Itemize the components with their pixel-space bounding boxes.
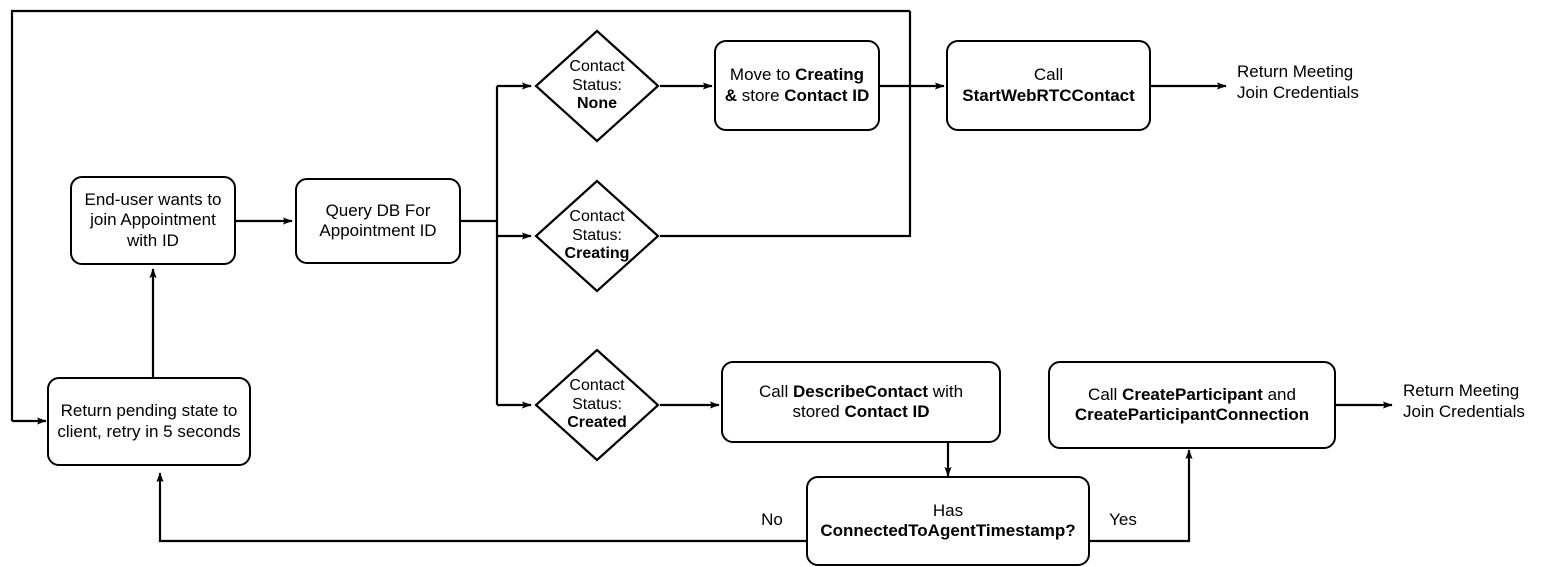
status-none-line2: Status: bbox=[572, 76, 622, 94]
createparticipantconnection-api-name: CreateParticipantConnection bbox=[1074, 405, 1310, 424]
move-creating-line1-plain: Move to bbox=[729, 65, 796, 85]
status-none-line1: Contact bbox=[569, 57, 625, 75]
wire-yes-to-createparticipant bbox=[1089, 449, 1193, 543]
node-has-connectedtoagenttimestamp[interactable]: Has ConnectedToAgentTimestamp? bbox=[806, 476, 1090, 566]
status-created-line1: Contact bbox=[569, 376, 625, 394]
createparticipant-line1-plain-b: and bbox=[1262, 384, 1296, 404]
node-return-pending-state[interactable]: Return pending state to client, retry in… bbox=[47, 377, 251, 466]
node-move-to-creating[interactable]: Move to Creating & store Contact ID bbox=[714, 40, 880, 131]
status-created-line2: Status: bbox=[572, 395, 622, 413]
return-pending-line2: client, retry in 5 seconds bbox=[57, 421, 241, 441]
query-db-line1: Query DB For bbox=[325, 200, 431, 220]
label-return-meeting-credentials-bottom: Return Meeting Join Credentials bbox=[1403, 381, 1525, 421]
edge-label-yes: Yes bbox=[1109, 510, 1137, 529]
describecontact-line2-bold: Contact ID bbox=[844, 402, 930, 421]
node-query-db[interactable]: Query DB For Appointment ID bbox=[295, 178, 461, 264]
end-user-line1: End-user wants to bbox=[84, 190, 222, 210]
end-user-line3: with ID bbox=[127, 230, 179, 250]
node-call-startwebrtccontact[interactable]: Call StartWebRTCContact bbox=[946, 40, 1151, 131]
startwebrtc-line1: Call bbox=[1033, 65, 1064, 85]
describecontact-line1-plain-a: Call bbox=[758, 381, 793, 401]
wire-outer-loop bbox=[10, 9, 910, 421]
move-creating-line2-amp: & bbox=[724, 85, 738, 105]
decision-contact-status-none[interactable]: Contact Status: None bbox=[534, 29, 660, 143]
node-end-user-wants-to-join[interactable]: End-user wants to join Appointment with … bbox=[70, 176, 236, 265]
describecontact-line1-plain-b: with bbox=[928, 381, 964, 401]
node-call-createparticipant[interactable]: Call CreateParticipant and CreatePartici… bbox=[1048, 361, 1336, 449]
return-pending-line1: Return pending state to bbox=[60, 401, 238, 421]
move-creating-line1-bold: Creating bbox=[795, 65, 865, 85]
wire-no-to-return-pending bbox=[156, 472, 807, 543]
hastimestamp-line1: Has bbox=[932, 500, 964, 520]
decision-contact-status-creating[interactable]: Contact Status: Creating bbox=[534, 179, 660, 293]
status-created-value: Created bbox=[567, 414, 627, 432]
diamond-shape-creating bbox=[534, 179, 660, 293]
label-return-meeting-credentials-top: Return Meeting Join Credentials bbox=[1237, 62, 1359, 102]
status-creating-line1: Contact bbox=[569, 207, 625, 225]
query-db-line2: Appointment ID bbox=[319, 221, 437, 240]
node-call-describecontact[interactable]: Call DescribeContact with stored Contact… bbox=[721, 361, 1001, 443]
describecontact-api-name: DescribeContact bbox=[792, 381, 929, 401]
createparticipant-line1-plain-a: Call bbox=[1088, 384, 1123, 404]
move-creating-line2-plain: store bbox=[737, 85, 785, 105]
describecontact-line2-plain: stored bbox=[792, 402, 845, 421]
decision-contact-status-created[interactable]: Contact Status: Created bbox=[534, 348, 660, 462]
move-creating-line2-bold: Contact ID bbox=[784, 85, 870, 105]
status-none-value: None bbox=[576, 95, 617, 113]
edge-label-no: No bbox=[761, 510, 783, 529]
createparticipant-api-name: CreateParticipant bbox=[1122, 384, 1263, 404]
diamond-shape-created bbox=[534, 348, 660, 462]
status-creating-value: Creating bbox=[564, 245, 630, 263]
end-user-line2: join Appointment bbox=[90, 210, 216, 230]
startwebrtc-api-name: StartWebRTCContact bbox=[962, 85, 1135, 105]
wire-creating-to-outer-loop bbox=[660, 11, 912, 238]
status-creating-line2: Status: bbox=[572, 226, 622, 244]
hastimestamp-field-name: ConnectedToAgentTimestamp? bbox=[820, 521, 1076, 540]
diamond-shape-none bbox=[534, 29, 660, 143]
